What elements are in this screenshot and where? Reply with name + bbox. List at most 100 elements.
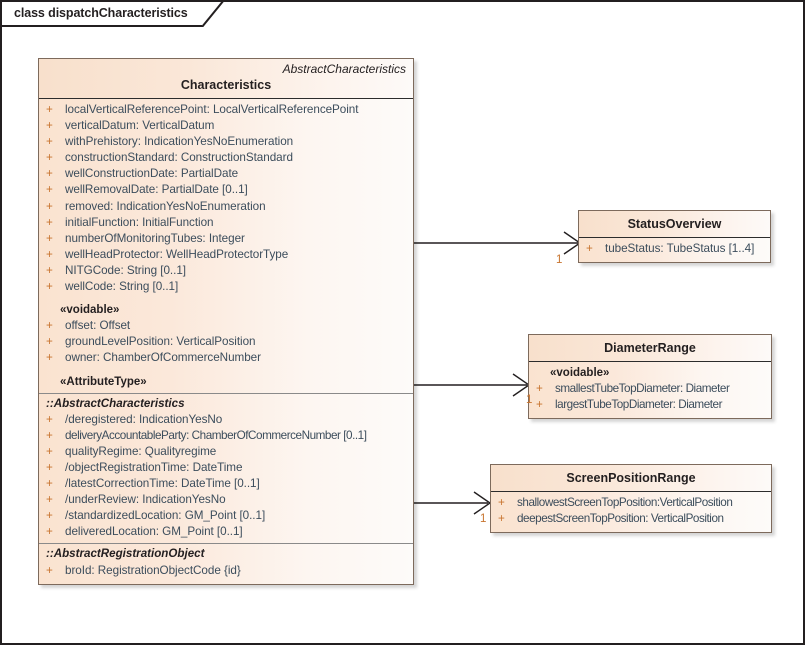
class-parent-name: AbstractCharacteristics: [282, 62, 406, 76]
attribute-signature: qualityRegime: Qualityregime: [65, 444, 217, 458]
attribute-signature: /latestCorrectionTime: DateTime [0..1]: [65, 477, 260, 491]
stereotype-label: «voidable»: [60, 304, 120, 317]
attribute-visibility: +: [46, 215, 53, 229]
attribute-row[interactable]: + constructionStandard: ConstructionStand…: [39, 150, 413, 166]
attribute-row[interactable]: + /standardizedLocation: GM_Point [0..1]: [39, 508, 413, 524]
attribute-row[interactable]: +verticalDatum: VerticalDatum: [39, 118, 413, 134]
attribute-row[interactable]: +deliveryAccountableParty: ChamberOfComm…: [39, 428, 413, 444]
inherited-from-label: ::AbstractRegistrationObject: [39, 543, 413, 562]
stereotype-label: «voidable»: [550, 367, 610, 379]
multiplicity-diameter-range: 1: [526, 394, 533, 406]
class-box-diameter-range[interactable]: DiameterRange «voidable»+smallestTubeTop…: [528, 334, 772, 420]
attribute-signature: withPrehistory: IndicationYesNoEnumerati…: [65, 135, 294, 149]
attribute-row[interactable]: +wellConstructionDate: PartialDate: [39, 166, 413, 182]
class-name-status-overview: StatusOverview: [627, 217, 722, 231]
attribute-signature: wellRemovalDate: PartialDate [0..1]: [65, 183, 248, 197]
attribute-visibility: +: [46, 151, 53, 165]
class-name-screen-position-range: ScreenPositionRange: [566, 471, 696, 485]
attribute-visibility: +: [46, 563, 53, 577]
attribute-row[interactable]: +offset: Offset: [39, 318, 413, 334]
multiplicity-status-overview: 1: [556, 254, 563, 266]
attribute-visibility: +: [46, 525, 53, 539]
inherited-from-label: ::AbstractCharacteristics: [39, 392, 413, 412]
class-box-status-overview[interactable]: StatusOverview + tubeStatus: TubeStatus […: [578, 210, 771, 264]
tab-slant-shape: [201, 2, 224, 27]
class-body-characteristics: + localVerticalReferencePoint: LocalVerti…: [39, 99, 413, 584]
class-name: Characteristics: [180, 78, 272, 92]
attribute-row[interactable]: +initialFunction: InitialFunction: [39, 215, 413, 231]
attribute-visibility: +: [46, 103, 53, 116]
attribute-row[interactable]: + localVerticalReferencePoint: LocalVerti…: [39, 102, 413, 118]
attribute-signature: offset: Offset: [65, 319, 131, 333]
attribute-visibility: +: [46, 280, 53, 294]
attribute-signature: /deregistered: IndicationYesNo: [65, 412, 223, 426]
connector-to-status-overview: [413, 231, 582, 255]
attribute-visibility: +: [46, 412, 53, 426]
attribute-signature: localVerticalReferencePoint: LocalVertic…: [65, 103, 359, 116]
attribute-signature: NITGCode: String [0..1]: [65, 263, 186, 277]
attribute-row[interactable]: +/objectRegistrationTime: DateTime: [39, 460, 413, 476]
attribute-row[interactable]: + removed: IndicationYesNoEnumeration: [39, 199, 413, 215]
diagram-title-label: class dispatchCharacteristics: [14, 5, 188, 20]
attribute-signature: /underReview: IndicationYesNo: [65, 493, 226, 507]
diagram-title-tab: class dispatchCharacteristics: [2, 2, 224, 27]
attribute-signature: smallestTubeTopDiameter: Diameter: [555, 382, 730, 396]
attribute-row[interactable]: + broId: RegistrationObjectCode {id}: [39, 563, 413, 579]
class-name-diameter-range: DiameterRange: [604, 341, 696, 355]
multiplicity-screen-position-range: 1: [480, 513, 487, 525]
attribute-visibility: +: [46, 199, 53, 213]
attribute-signature: tubeStatus: TubeStatus [1..4]: [605, 242, 755, 255]
attribute-row[interactable]: + deepestScreenTopPosition: VerticalPosit…: [491, 511, 771, 527]
attribute-visibility: +: [46, 247, 53, 261]
attribute-visibility: +: [46, 444, 53, 458]
attribute-row[interactable]: +wellRemovalDate: PartialDate [0..1]: [39, 182, 413, 198]
attribute-signature: broId: RegistrationObjectCode {id}: [65, 563, 241, 577]
attribute-visibility: +: [46, 509, 53, 523]
attribute-row[interactable]: + NITGCode: String [0..1]: [39, 263, 413, 279]
attribute-signature: removed: IndicationYesNoEnumeration: [65, 199, 266, 213]
attribute-row[interactable]: +numberOfMonitoringTubes: Integer: [39, 231, 413, 247]
attribute-row[interactable]: + tubeStatus: TubeStatus [1..4]: [579, 241, 770, 257]
attribute-signature: deliveredLocation: GM_Point [0..1]: [65, 525, 243, 539]
attribute-row[interactable]: + /deregistered: IndicationYesNo: [39, 412, 413, 428]
attribute-visibility: +: [46, 167, 53, 181]
attribute-visibility: +: [46, 231, 53, 245]
class-body-screen-position-range: + shallowestScreenTopPosition:VerticalPos…: [491, 492, 771, 532]
class-body-status-overview: + tubeStatus: TubeStatus [1..4]: [579, 238, 770, 262]
attribute-visibility: +: [586, 242, 593, 255]
connector-to-diameter-range: [413, 373, 531, 397]
attribute-visibility: +: [46, 460, 53, 474]
attribute-visibility: +: [46, 263, 53, 277]
attribute-row[interactable]: + wellHeadProtector: WellHeadProtectorTyp…: [39, 247, 413, 263]
class-box-screen-position-range[interactable]: ScreenPositionRange + shallowestScreenTop…: [490, 464, 772, 534]
attribute-row[interactable]: + largestTubeTopDiameter: Diameter: [529, 397, 771, 413]
attribute-row[interactable]: + shallowestScreenTopPosition:VerticalPos…: [491, 495, 771, 511]
attribute-signature: deepestScreenTopPosition: VerticalPositi…: [517, 512, 724, 526]
attribute-row[interactable]: +owner: ChamberOfCommerceNumber: [39, 350, 413, 366]
attribute-signature: constructionStandard: ConstructionStanda…: [65, 151, 293, 165]
attribute-row[interactable]: +/latestCorrectionTime: DateTime [0..1]: [39, 476, 413, 492]
attribute-signature: shallowestScreenTopPosition:VerticalPosi…: [517, 496, 733, 509]
attribute-row[interactable]: +withPrehistory: IndicationYesNoEnumerat…: [39, 134, 413, 150]
attribute-visibility: +: [46, 335, 53, 349]
attribute-row[interactable]: + deliveredLocation: GM_Point [0..1]: [39, 524, 413, 540]
connector-to-screen-position-range: [413, 491, 492, 515]
attribute-visibility: +: [536, 398, 543, 412]
attribute-row[interactable]: +wellCode: String [0..1]: [39, 279, 413, 295]
attribute-visibility: +: [46, 493, 53, 507]
attribute-row[interactable]: + /underReview: IndicationYesNo: [39, 492, 413, 508]
attribute-visibility: +: [46, 428, 53, 442]
class-header-screen-position-range: ScreenPositionRange: [491, 465, 771, 492]
attribute-signature: largestTubeTopDiameter: Diameter: [555, 398, 723, 412]
attribute-visibility: +: [498, 512, 505, 526]
attribute-row[interactable]: + qualityRegime: Qualityregime: [39, 444, 413, 460]
attribute-signature: wellHeadProtector: WellHeadProtectorType: [65, 247, 289, 261]
attribute-signature: /standardizedLocation: GM_Point [0..1]: [65, 509, 266, 523]
class-header-diameter-range: DiameterRange: [529, 335, 771, 362]
attribute-visibility: +: [498, 496, 505, 509]
attribute-visibility: +: [46, 119, 53, 133]
class-box-characteristics[interactable]: AbstractCharacteristics Characteristics …: [38, 58, 414, 585]
attribute-row[interactable]: +groundLevelPosition: VerticalPosition: [39, 334, 413, 350]
attribute-row[interactable]: +smallestTubeTopDiameter: Diameter: [529, 381, 771, 397]
